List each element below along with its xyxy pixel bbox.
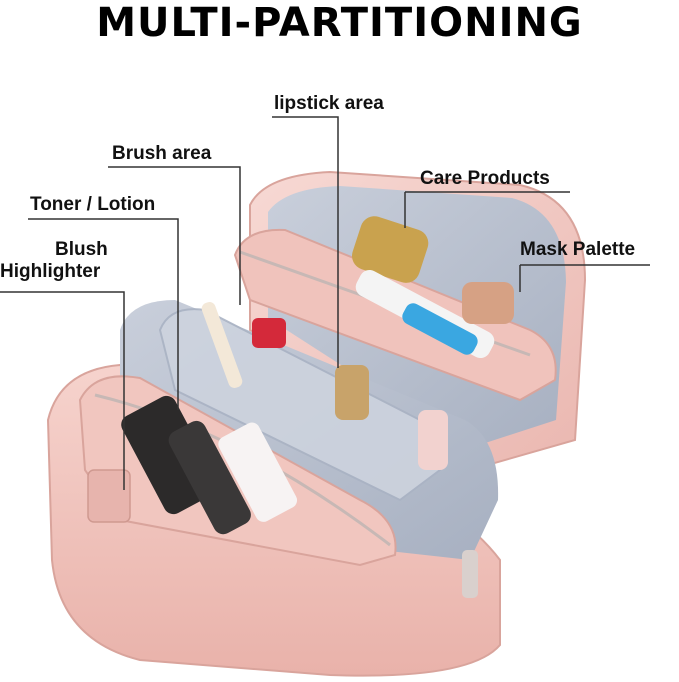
leader-brush bbox=[108, 166, 241, 305]
headline: MULTI-PARTITIONING bbox=[96, 0, 583, 46]
leader-toner bbox=[28, 218, 179, 410]
compact bbox=[87, 469, 131, 523]
leader-lipstick bbox=[272, 116, 339, 368]
callout-blush: Blush bbox=[55, 239, 108, 260]
leader-blush bbox=[0, 291, 125, 490]
lipstick bbox=[335, 365, 369, 420]
dark-tube bbox=[168, 420, 251, 535]
white-tube bbox=[218, 422, 298, 522]
brush-handle bbox=[201, 302, 243, 388]
care-jar bbox=[352, 216, 429, 283]
care-tube-accent bbox=[402, 303, 478, 355]
zipper-pull-right bbox=[462, 550, 478, 598]
callout-toner-lotion: Toner / Lotion bbox=[30, 194, 156, 215]
leader-lines bbox=[0, 116, 650, 490]
callout-lipstick-area: lipstick area bbox=[274, 93, 384, 114]
callout-highlighter: Highlighter bbox=[0, 261, 101, 282]
rear-compartment bbox=[233, 228, 557, 402]
red-item bbox=[252, 318, 286, 348]
small-bottle bbox=[418, 410, 448, 470]
callout-brush-area: Brush area bbox=[112, 143, 212, 164]
mask-jar bbox=[462, 282, 514, 324]
callout-mask-palette: Mask Palette bbox=[520, 239, 636, 260]
callout-care-products: Care Products bbox=[420, 168, 550, 189]
